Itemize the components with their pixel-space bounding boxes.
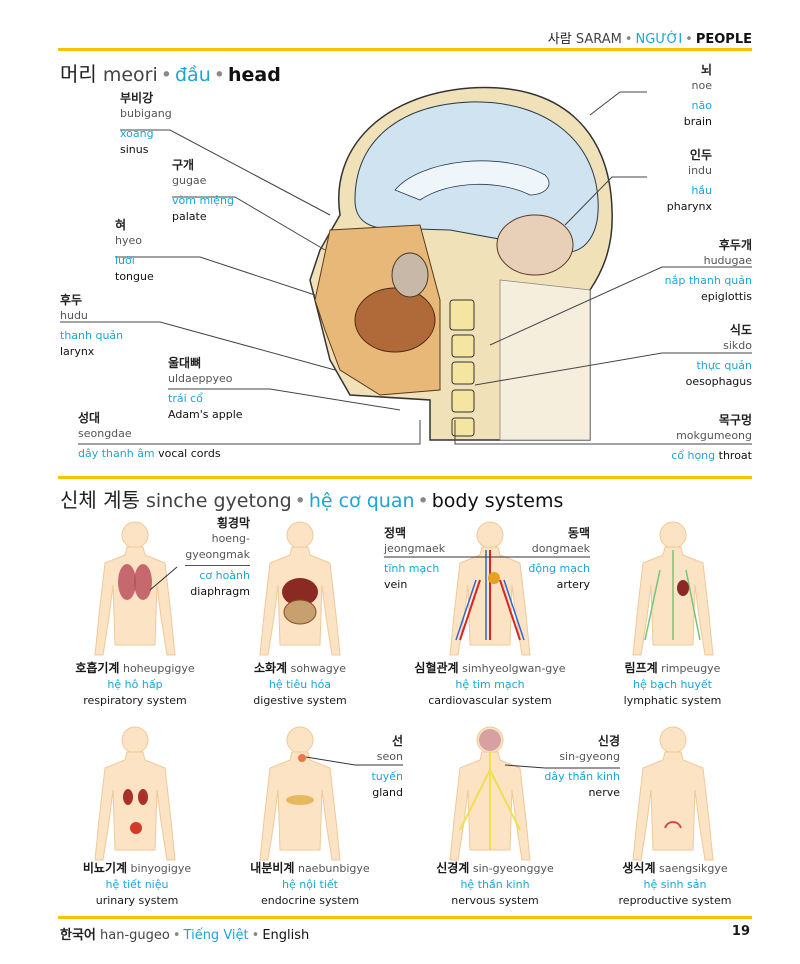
- caption-urinary: 비뇨기계 binyogigye hệ tiết niệu urinary sys…: [82, 861, 192, 907]
- reproductive-figure: [632, 726, 714, 861]
- label-brain: 뇌 noe não brain: [683, 63, 712, 128]
- section-rule: [58, 476, 752, 479]
- page-number: 19: [731, 924, 750, 939]
- label-vein: 정맥 jeongmaek tĩnh mạch vein: [384, 526, 446, 591]
- caption-reproductive: 생식계 saengsikgye hệ sinh sản reproductive…: [618, 861, 732, 907]
- label-adams-apple: 울대뼈 uldaeppyeo trái cổ Adam's apple: [168, 356, 243, 421]
- header-english: PEOPLE: [695, 32, 752, 47]
- caption-nervous: 신경계 sin-gyeonggye hệ thần kinh nervous s…: [436, 861, 554, 907]
- footer-rule: [58, 916, 752, 919]
- urinary-figure: [94, 726, 176, 861]
- label-diaphragm: 횡경막 hoeng- gyeongmak cơ hoành diaphragm: [185, 516, 250, 598]
- caption-endocrine: 내분비계 naebunbigye hệ nội tiết endocrine s…: [250, 861, 370, 907]
- caption-digestive: 소화계 sohwagye hệ tiêu hóa digestive syste…: [253, 661, 347, 707]
- label-oesophagus: 식도 sikdo thực quản oesophagus: [685, 323, 752, 388]
- label-epiglottis: 후두개 hudugae nắp thanh quản epiglottis: [664, 238, 752, 303]
- header-vietnamese: NGƯỜI: [635, 32, 683, 47]
- label-artery: 동맥 dongmaek động mạch artery: [528, 526, 590, 591]
- running-header: 사람 SARAM•NGƯỜI•PEOPLE: [547, 32, 752, 47]
- caption-cardiovascular: 심혈관계 simhyeolgwan-gye hệ tim mạch cardio…: [414, 661, 566, 707]
- label-sinus: 부비강 bubigang xoang sinus: [120, 91, 172, 156]
- caption-respiratory: 호흡기계 hoheupgigye hệ hô hấp respiratory s…: [75, 661, 195, 707]
- label-tongue: 혀 hyeo lưỡi tongue: [115, 218, 154, 283]
- label-pharynx: 인두 indu hầu pharynx: [666, 148, 712, 213]
- endocrine-figure: [259, 726, 341, 861]
- label-vocal-cords: 성대 seongdae dây thanh âm vocal cords: [78, 411, 221, 460]
- label-gland: 선 seon tuyến gland: [371, 734, 403, 799]
- header-korean: 사람: [547, 32, 572, 47]
- head-cross-section-illustration: [60, 86, 752, 445]
- label-nerve: 신경 sin-gyeong dây thần kinh nerve: [544, 734, 620, 799]
- label-palate: 구개 gugae vòm miệng palate: [172, 158, 234, 223]
- footer-languages: 한국어 han-gugeo•Tiếng Việt•English: [60, 928, 310, 943]
- label-throat: 목구멍 mokgumeong cổ họng throat: [671, 413, 752, 462]
- header-rule: [58, 48, 752, 51]
- header-romanization: SARAM: [575, 32, 622, 47]
- caption-lymphatic: 림프계 rimpeugye hệ bạch huyết lymphatic sy…: [623, 661, 722, 707]
- label-larynx: 후두 hudu thanh quản larynx: [60, 293, 124, 358]
- head-section-title: 머리 meori•đầu•head: [60, 62, 281, 86]
- systems-section-title: 신체 계통 sinche gyetong•hệ cơ quan•body sys…: [60, 488, 564, 512]
